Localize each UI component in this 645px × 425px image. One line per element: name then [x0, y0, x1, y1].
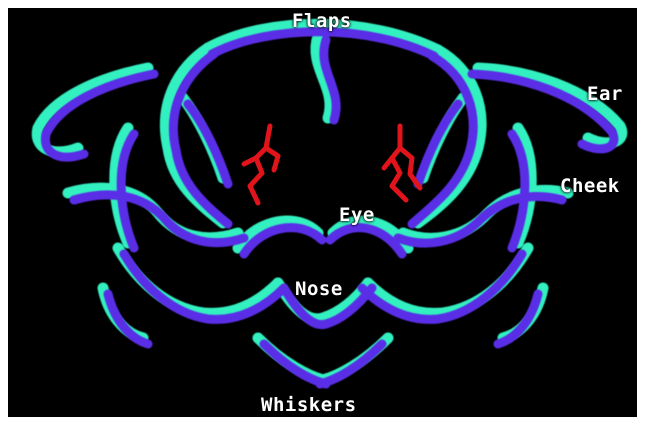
label-cheek: Cheek	[560, 175, 620, 197]
ligand-sticks	[244, 126, 420, 203]
label-eye: Eye	[339, 204, 375, 226]
protein-ribbon-figure: Flaps Ear Cheek Eye Nose Whiskers	[8, 8, 637, 417]
label-whiskers: Whiskers	[261, 394, 357, 416]
label-ear: Ear	[587, 83, 623, 105]
label-nose: Nose	[295, 278, 343, 300]
label-flaps: Flaps	[292, 10, 352, 32]
ribbon-structure	[8, 8, 637, 417]
